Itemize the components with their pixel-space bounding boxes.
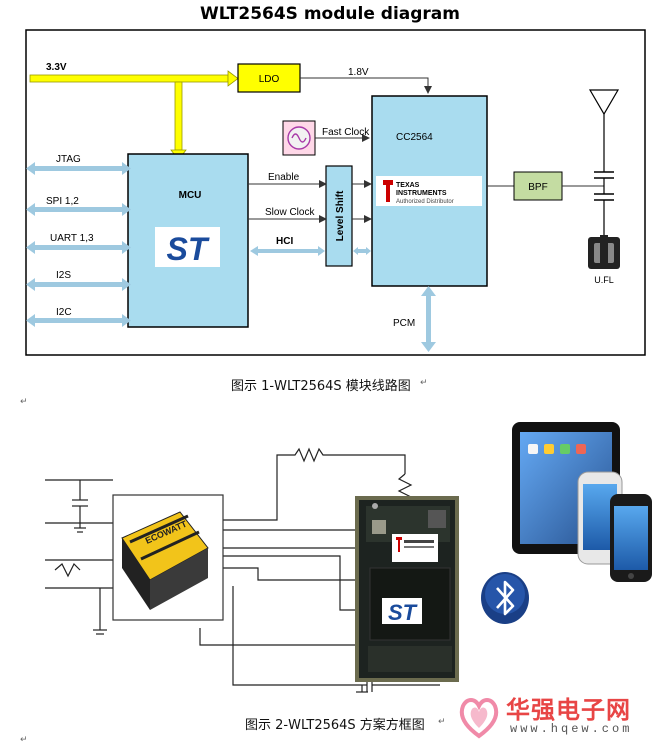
iphone-image xyxy=(610,494,652,582)
bpf-label: BPF xyxy=(528,182,547,193)
ldo-output-line xyxy=(300,77,432,94)
ti-logo: TEXAS INSTRUMENTS Authorized Distributor xyxy=(376,176,482,206)
pcm-arrow xyxy=(421,286,436,352)
watermark-url: www.hqew.com xyxy=(510,722,633,736)
power-in-label: 3.3V xyxy=(46,62,67,73)
ldo-label: LDO xyxy=(259,74,280,85)
svg-text:SPI 1,2: SPI 1,2 xyxy=(46,196,79,207)
antenna-icon xyxy=(588,89,620,237)
svg-text:INSTRUMENTS: INSTRUMENTS xyxy=(396,190,447,197)
circuit-traces xyxy=(45,447,413,693)
svg-text:TEXAS: TEXAS xyxy=(396,182,420,189)
inverter-image: ECOWATT xyxy=(121,511,209,610)
interface-spi: SPI 1,2 xyxy=(26,196,131,216)
pcm-label: PCM xyxy=(393,318,415,329)
paragraph-mark: ↵ xyxy=(420,377,428,387)
watermark-logo-icon xyxy=(459,698,499,739)
paragraph-mark: ↵ xyxy=(20,734,28,744)
st-logo: ST xyxy=(155,227,220,267)
wlt2564s-module-image: ST xyxy=(355,496,459,682)
svg-text:JTAG: JTAG xyxy=(56,154,81,165)
svg-text:ST: ST xyxy=(388,600,418,625)
level-shift-label: Level Shift xyxy=(335,190,346,241)
caption-2: 图示 2-WLT2564S 方案方框图 xyxy=(245,718,425,733)
hci-arrow xyxy=(250,246,325,256)
cc2564-label: CC2564 xyxy=(396,132,433,143)
hci-label: HCI xyxy=(276,236,293,247)
bpf-block xyxy=(513,171,563,201)
mcu-label: MCU xyxy=(179,190,202,201)
interface-i2c: I2C xyxy=(26,307,131,327)
svg-text:Authorized Distributor: Authorized Distributor xyxy=(396,199,454,205)
diagram-frame xyxy=(25,29,646,356)
interface-arrows: JTAG SPI 1,2 UART 1,3 I2S I2C xyxy=(26,154,131,327)
svg-text:I2S: I2S xyxy=(56,270,71,281)
diagram-title: WLT2564S module diagram xyxy=(200,4,460,24)
interface-uart: UART 1,3 xyxy=(26,233,131,254)
interface-i2s: I2S xyxy=(26,270,131,291)
fast-clock-label: Fast Clock xyxy=(322,127,370,138)
power-line xyxy=(29,70,239,161)
ufl-label: U.FL xyxy=(594,275,614,285)
svg-text:UART 1,3: UART 1,3 xyxy=(50,233,94,244)
ufl-connector-icon xyxy=(588,235,620,269)
slow-clock-label: Slow Clock xyxy=(265,207,315,218)
caption-1: 图示 1-WLT2564S 模块线路图 xyxy=(231,379,411,394)
paragraph-mark: ↵ xyxy=(438,716,446,726)
svg-text:I2C: I2C xyxy=(56,307,72,318)
enable-label: Enable xyxy=(268,172,300,183)
watermark-text: 华强电子网 xyxy=(506,696,631,724)
ldo-out-label: 1.8V xyxy=(348,67,369,78)
svg-text:ST: ST xyxy=(167,231,210,267)
bluetooth-icon xyxy=(481,572,529,624)
level-shift-block xyxy=(325,165,353,267)
solution-diagram: ECOWATT ST xyxy=(45,422,652,693)
module-diagram: 3.3V LDO 1.8V CC2564 TEXAS INSTRUMENTS A… xyxy=(25,29,646,356)
paragraph-mark: ↵ xyxy=(20,396,28,406)
interface-jtag: JTAG xyxy=(26,154,131,175)
